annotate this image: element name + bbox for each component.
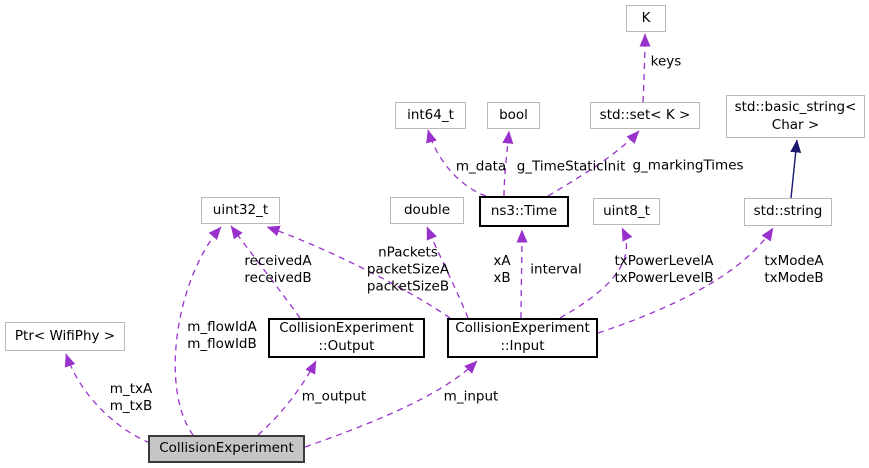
node-std-set: std::set< K >: [590, 102, 700, 129]
node-ptr-wifiphy: Ptr< WifiPhy >: [5, 322, 125, 351]
edge-label-npackets-packetsize: nPackets packetSizeA packetSizeB: [366, 244, 450, 295]
edge-time-to-set: [547, 130, 640, 197]
node-k: K: [626, 5, 666, 32]
node-int64-t: int64_t: [395, 102, 466, 129]
edge-label-received: receivedA receivedB: [244, 253, 312, 286]
edge-input-to-string: [597, 227, 774, 334]
node-collision-experiment-output[interactable]: CollisionExperiment ::Output: [268, 318, 425, 358]
edge-label-m-output: m_output: [301, 388, 367, 405]
edge-time-to-bool: [502, 130, 514, 197]
node-std-string: std::string: [744, 198, 832, 226]
edge-input-to-time: [516, 229, 528, 319]
node-std-basic-string: std::basic_string< Char >: [726, 95, 865, 138]
node-collision-experiment-input[interactable]: CollisionExperiment ::Input: [447, 318, 598, 358]
edge-label-m-data: m_data: [455, 158, 507, 175]
edge-output-to-uint32: [230, 225, 301, 319]
edge-input-to-double: [426, 226, 469, 319]
node-double: double: [390, 197, 464, 224]
edge-label-m-flow-id: m_flowIdA m_flowIdB: [187, 319, 257, 352]
edge-set-to-k: [639, 33, 651, 103]
edge-string-inherits-basic-string: [790, 139, 802, 199]
edge-input-to-uint8: [559, 227, 633, 319]
edge-ce-to-ptr: [64, 353, 151, 444]
edge-label-tx-power-level: txPowerLevelA txPowerLevelB: [614, 253, 714, 286]
node-uint32-t: uint32_t: [201, 197, 280, 224]
node-ns3-time[interactable]: ns3::Time: [479, 196, 569, 227]
edge-time-to-int64: [426, 129, 487, 197]
edge-label-interval: interval: [530, 261, 582, 278]
edge-label-g-time-static-init: g_TimeStaticInit: [516, 158, 626, 175]
node-bool: bool: [487, 102, 540, 129]
edge-input-to-uint32: [266, 225, 451, 319]
edge-label-xa-xb: xA xB: [493, 253, 511, 286]
edge-ce-to-input: [304, 360, 478, 448]
edge-label-keys: keys: [650, 53, 682, 70]
edge-label-g-marking-times: g_markingTimes: [632, 157, 744, 174]
node-collision-experiment: CollisionExperiment: [148, 435, 305, 463]
edge-ce-to-uint32: [174, 226, 222, 436]
edge-ce-to-output: [257, 360, 317, 436]
edge-label-tx-mode: txModeA txModeB: [764, 253, 824, 286]
node-uint8-t: uint8_t: [593, 198, 660, 225]
edge-label-m-input: m_input: [443, 388, 499, 405]
edge-label-m-tx: m_txA m_txB: [109, 381, 153, 414]
